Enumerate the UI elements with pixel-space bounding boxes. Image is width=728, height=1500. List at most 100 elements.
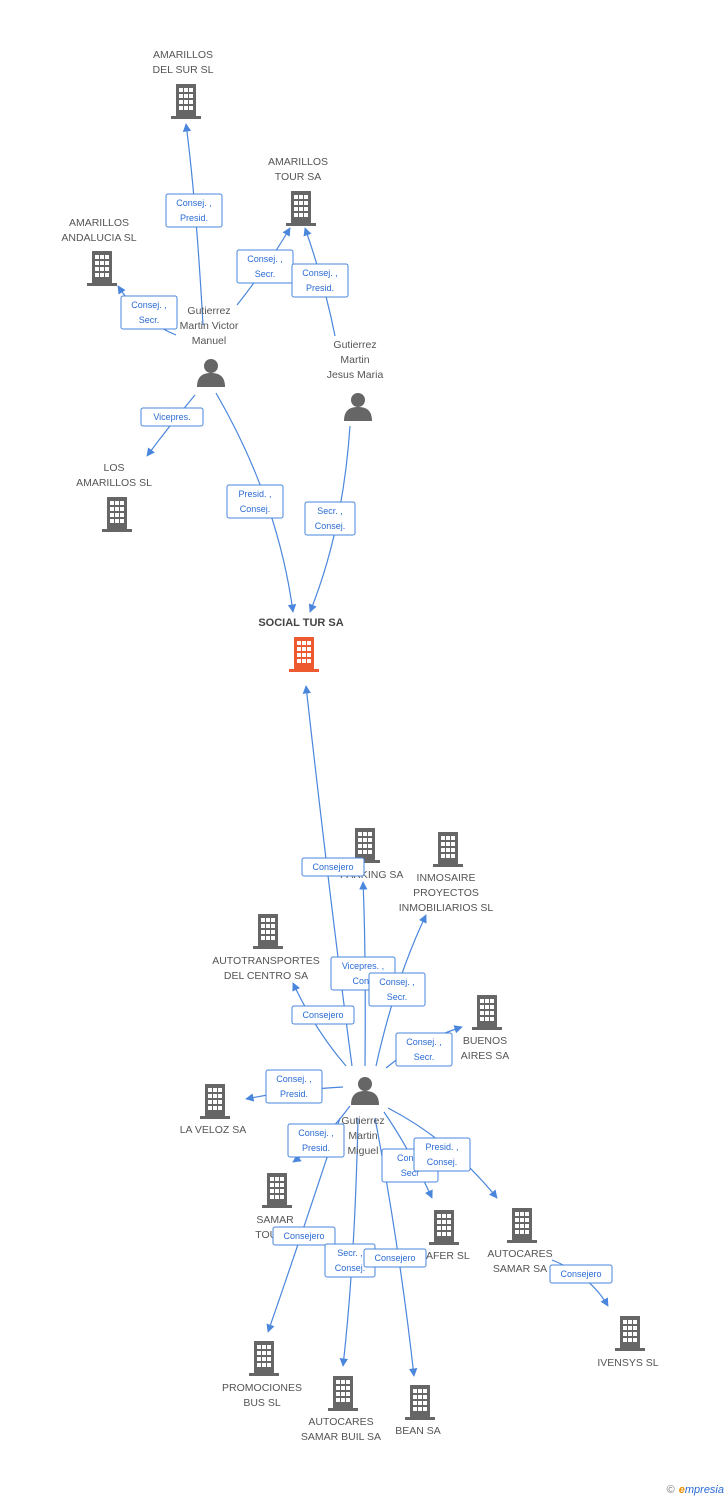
building-icon [200, 1084, 230, 1119]
edge-label[interactable]: Presid. , Consej. [413, 1137, 471, 1172]
edge-label-box [301, 857, 365, 877]
building-icon [429, 1210, 459, 1245]
node-label: DEL CENTRO SA [224, 970, 308, 982]
edge-label-text: Consej. , [176, 198, 212, 208]
edge-label[interactable]: Vicepres. [140, 407, 204, 427]
copyright-symbol: © [666, 1484, 675, 1496]
edge-label-text: Consej. , [406, 1037, 442, 1047]
edge-label-text: Consej. [240, 504, 271, 514]
edge-label[interactable]: Consejero [363, 1248, 427, 1268]
edge-label-text: Secr. [139, 315, 160, 325]
node-label: Manuel [192, 335, 226, 347]
edge-label[interactable]: Secr. ,Consej. [304, 501, 356, 536]
edge-label-text: Conse [397, 1153, 423, 1163]
building-icon [249, 1341, 279, 1376]
edge-label-box [272, 1226, 336, 1246]
building-icon [289, 637, 319, 672]
node-label: Jesus Maria [327, 369, 384, 381]
building-icon [102, 497, 132, 532]
edge-label[interactable]: Consejero [549, 1264, 613, 1284]
edge-label[interactable]: Consej. ,Secr. [395, 1032, 453, 1067]
node-social-tur[interactable]: SOCIAL TUR SA [258, 617, 344, 672]
edge-label[interactable]: Consej. ,Presid. [287, 1123, 345, 1158]
edge-label-box [265, 1069, 323, 1104]
node-label: AUTOCARES [308, 1416, 373, 1428]
edge-label-box [140, 407, 204, 427]
building-icon [87, 251, 117, 286]
edge-label[interactable]: Consej. ,Secr. [368, 972, 426, 1007]
node-label: Gutierrez [341, 1115, 384, 1127]
node-label: Martin Victor [180, 320, 239, 332]
node-label: SOCIAL TUR SA [258, 617, 343, 629]
edge-gutierrez_miguel-to-autotransportes [292, 982, 347, 1067]
edge-label-text: Presid. [302, 1143, 330, 1153]
edge-label-text: Consejero [560, 1269, 601, 1279]
node-afer[interactable]: AFER SL [426, 1210, 470, 1262]
node-bean[interactable]: BEAN SA [395, 1385, 441, 1437]
node-label: BUS SL [243, 1397, 281, 1409]
node-la-veloz[interactable]: LA VELOZ SA [180, 1084, 247, 1136]
edge-label[interactable]: Consej. ,Presid. [265, 1069, 323, 1104]
edge-label-text: Consej. , [302, 268, 338, 278]
node-buenos-aires[interactable]: BUENOS AIRES SA [461, 995, 509, 1062]
edge-label[interactable]: Consej. , Secr. [120, 295, 178, 330]
edge-label-text: Consejero [312, 862, 353, 872]
node-label: PROMOCIONES [222, 1382, 302, 1394]
building-icon [433, 832, 463, 867]
edge-label-box [549, 1264, 613, 1284]
edge-label-text: Consej. , [131, 300, 167, 310]
edge-label-text: Secr. [387, 992, 408, 1002]
person-icon [197, 359, 225, 387]
edge-label-box [291, 1005, 355, 1025]
building-icon [615, 1316, 645, 1351]
person-icon [351, 1077, 379, 1105]
edge-label[interactable]: Consejero [291, 1005, 355, 1025]
node-label: BUENOS [463, 1035, 507, 1047]
edge-label-text: Presid. [280, 1089, 308, 1099]
edge-label-text: Presid. , [238, 489, 271, 499]
edge-label-text: Presid. , [425, 1142, 458, 1152]
edge-label-text: Consejero [283, 1231, 324, 1241]
edge-label-box [368, 972, 426, 1007]
edge-label[interactable]: Consej. , Presid. [291, 263, 349, 298]
edge-label[interactable]: Secr. ,Consej. [324, 1243, 376, 1278]
edge-label-text: Consej. [427, 1157, 458, 1167]
node-label: Gutierrez [187, 305, 230, 317]
node-label: SAMAR [256, 1214, 294, 1226]
edge-label[interactable]: Consej. ,Secr. [236, 249, 294, 284]
node-label: AFER SL [426, 1250, 470, 1262]
node-ivensys[interactable]: IVENSYS SL [597, 1316, 659, 1369]
edge-label-text: Cons [352, 976, 374, 986]
edge-label[interactable]: Consejero [272, 1226, 336, 1246]
edge-label-text: Consejero [302, 1010, 343, 1020]
edge-label[interactable]: Consej. ,Presid. [165, 193, 223, 228]
edge-label[interactable]: Presid. , Consej. [226, 484, 284, 519]
edge-label[interactable]: Consejero [301, 857, 365, 877]
edge-label-text: Consejero [374, 1253, 415, 1263]
building-icon [262, 1173, 292, 1208]
edge-label-box [395, 1032, 453, 1067]
edge-label-text: Presid. [306, 283, 334, 293]
building-icon [405, 1385, 435, 1420]
node-label: Miguel [348, 1145, 379, 1157]
node-label: LOS [103, 462, 124, 474]
edge-label-box [304, 501, 356, 536]
node-label: AIRES SA [461, 1050, 509, 1062]
edge-label-text: Vicepres. [153, 412, 190, 422]
node-promociones-bus[interactable]: PROMOCIONES BUS SL [222, 1341, 302, 1409]
edge-label-box [413, 1137, 471, 1172]
brand-logo-initial: e [678, 1484, 685, 1496]
node-label: AMARILLOS [268, 156, 328, 168]
building-icon [507, 1208, 537, 1243]
